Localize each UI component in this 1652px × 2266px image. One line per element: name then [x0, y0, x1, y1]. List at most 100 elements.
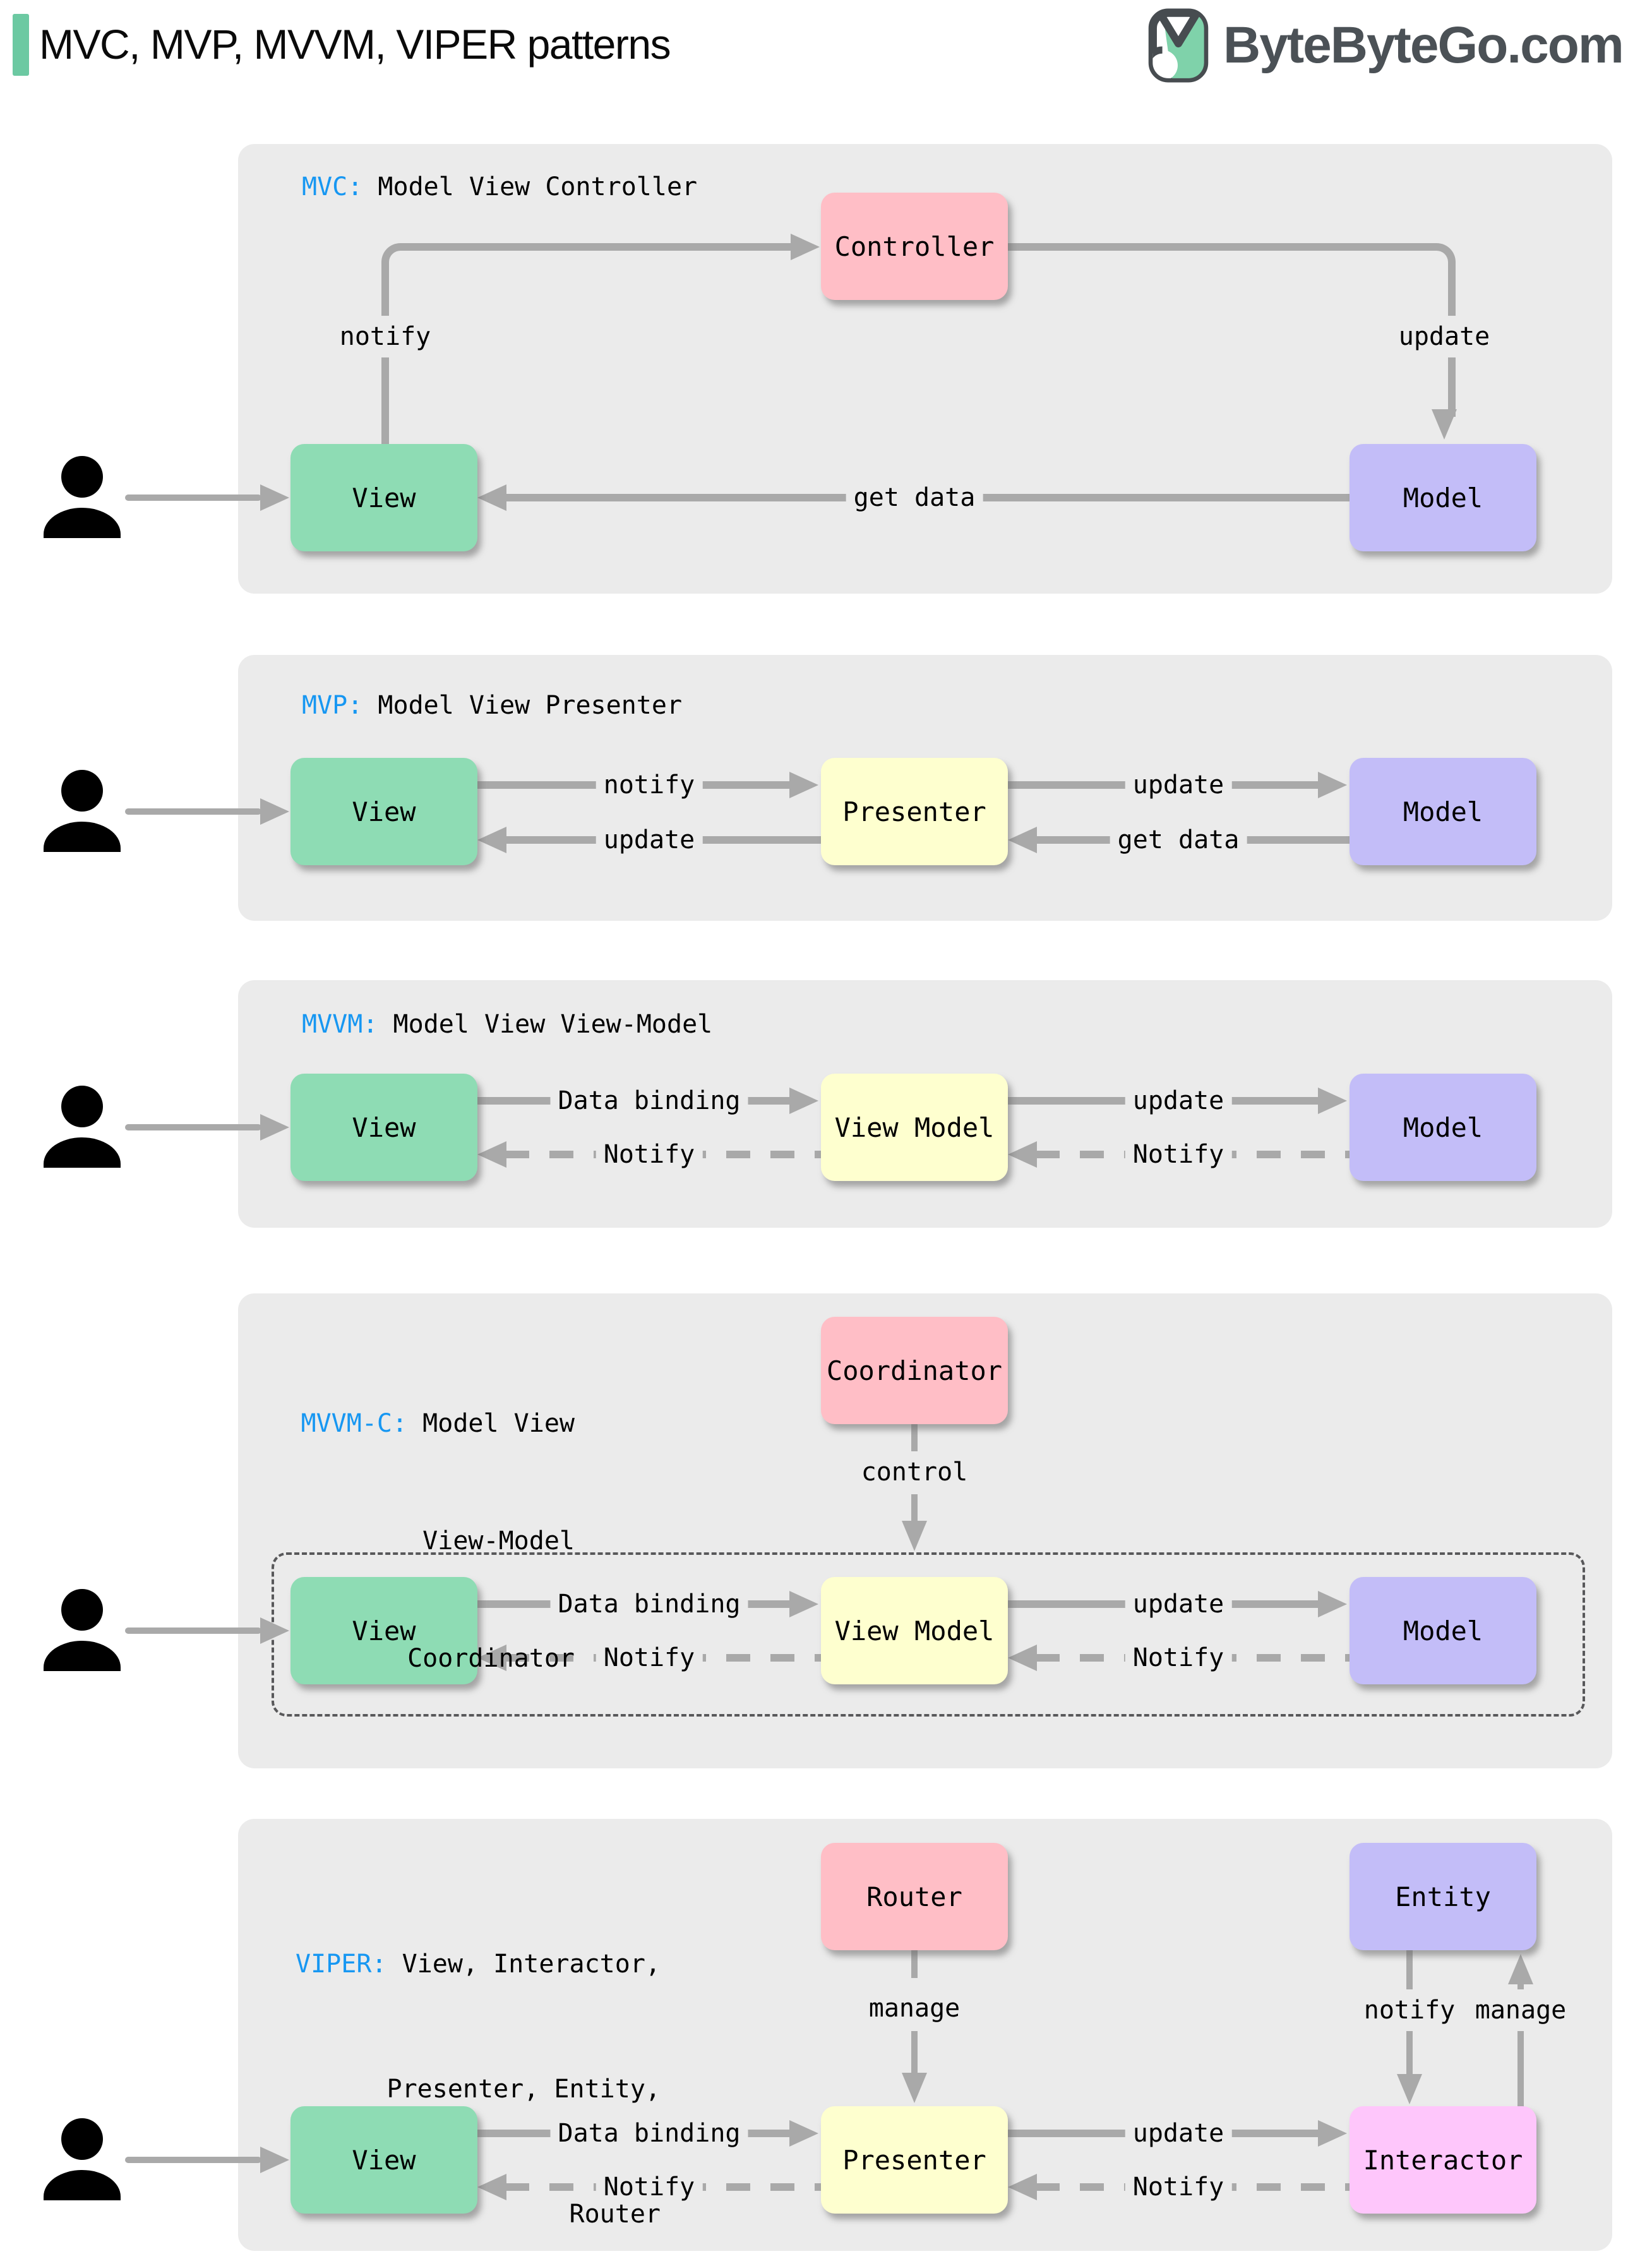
arrowhead-notify-into-interactor — [1397, 2074, 1422, 2104]
arrowhead-into-view-mvp — [477, 827, 506, 853]
user-icon-mvc — [44, 456, 121, 538]
edge-label-viper-notify-left: Notify — [596, 2171, 703, 2203]
arrow-user-to-view-viper — [125, 2157, 261, 2163]
edge-label-notify-entity: notify — [1355, 1989, 1464, 2031]
edge-label-notify: notify — [330, 316, 440, 357]
arrow-view-to-controller — [381, 243, 798, 452]
heading-mvp-abbr: MVP: — [302, 691, 363, 720]
box-interactor: Interactor — [1350, 2106, 1536, 2214]
box-model-mvp: Model — [1350, 758, 1536, 865]
box-model-mvc: Model — [1350, 444, 1536, 551]
arrowhead-notify-viewmodel-mvvm — [1008, 1141, 1037, 1168]
arrowhead-into-presenter — [789, 772, 818, 798]
user-icon-mvvm — [44, 1086, 121, 1168]
arrow-user-to-view-mvvm — [125, 1124, 261, 1130]
edge-label-c-databinding: Data binding — [550, 1588, 748, 1620]
arrowhead-into-model-mvvm — [1318, 1088, 1347, 1114]
heading-viper-abbr: VIPER: — [296, 1950, 387, 1979]
edge-label-control: control — [852, 1451, 977, 1493]
edge-label-manage-router: manage — [859, 1987, 969, 2029]
edge-label-viper-notify-right: Notify — [1125, 2171, 1232, 2203]
arrowhead-control — [902, 1521, 927, 1551]
heading-viper: VIPER: View, Interactor, Presenter, Enti… — [290, 1860, 661, 2266]
box-viewmodel-c: View Model — [821, 1577, 1008, 1684]
edge-label-get-data: get data — [846, 482, 983, 513]
edge-label-c-notify-left: Notify — [596, 1642, 703, 1674]
box-view-mvvm: View — [290, 1074, 477, 1181]
arrow-user-to-view-mvp — [125, 808, 261, 815]
edge-label-mvp-get-data: get data — [1110, 824, 1247, 856]
box-controller: Controller — [821, 193, 1008, 300]
arrow-coordinator-control-shaft — [911, 1494, 918, 1522]
arrowhead-into-controller — [791, 234, 820, 260]
edge-label-c-notify-right: Notify — [1125, 1642, 1232, 1674]
box-presenter-mvp: Presenter — [821, 758, 1008, 865]
box-view-mvp: View — [290, 758, 477, 865]
arrowhead-into-view — [477, 484, 506, 511]
edge-label-manage-entity: manage — [1466, 1989, 1576, 2031]
arrowhead-manage-into-entity — [1508, 1954, 1533, 1984]
heading-mvvm-c-line2: View-Model — [422, 1526, 575, 1556]
heading-viper-line1: VIPER: View, Interactor, — [290, 1943, 661, 1985]
box-model-mvvm: Model — [1350, 1074, 1536, 1181]
box-presenter-viper: Presenter — [821, 2106, 1008, 2214]
heading-mvvm: MVVM: Model View View-Model — [302, 1009, 712, 1040]
arrow-controller-to-model — [1008, 243, 1456, 417]
heading-viper-line2: Presenter, Entity, — [386, 2075, 661, 2104]
heading-mvp-rest: Model View Presenter — [362, 691, 683, 720]
arrowhead-into-viewmodel-c — [789, 1591, 818, 1617]
heading-mvvm-abbr: MVVM: — [302, 1010, 378, 1039]
user-icon-viper — [44, 2118, 121, 2200]
logo-text: ByteByteGo.com — [1223, 16, 1624, 74]
bytebytego-owl-icon — [1148, 8, 1209, 83]
heading-mvvm-c-rest: Model View — [407, 1409, 575, 1438]
edge-label-mvp-notify: notify — [596, 769, 703, 801]
edge-label-viper-update: update — [1125, 2118, 1232, 2149]
arrowhead-user-view-mvc — [260, 484, 289, 511]
arrow-user-to-view-mvc — [125, 495, 261, 501]
user-icon-mvp — [44, 770, 121, 852]
heading-mvvm-rest: Model View View-Model — [378, 1010, 713, 1039]
bytebytego-logo: ByteByteGo.com — [1146, 5, 1645, 86]
heading-mvvm-c-line3: Coordinator — [407, 1644, 575, 1673]
arrowhead-notify-view-viper — [477, 2174, 506, 2200]
box-view-viper: View — [290, 2106, 477, 2214]
edge-label-mvp-update-bottom: update — [596, 824, 703, 856]
heading-mvvm-c-abbr: MVVM-C: — [301, 1409, 408, 1438]
page-title: MVC, MVP, MVVM, VIPER patterns — [39, 21, 671, 68]
arrowhead-notify-presenter-viper — [1008, 2174, 1037, 2200]
edge-label-mvvm-notify-right: Notify — [1125, 1139, 1232, 1170]
box-model-c: Model — [1350, 1577, 1536, 1684]
edge-label-viper-databinding: Data binding — [550, 2118, 748, 2149]
heading-mvvm-c-line1: MVVM-C: Model View — [297, 1404, 575, 1443]
arrowhead-into-model — [1432, 409, 1457, 440]
box-entity: Entity — [1350, 1843, 1536, 1950]
arrowhead-into-model-mvp — [1318, 772, 1347, 798]
heading-viper-rest: View, Interactor, — [386, 1950, 661, 1979]
edge-label-update: update — [1389, 316, 1499, 357]
heading-mvvm-c: MVVM-C: Model View View-Model Coordinato… — [297, 1326, 575, 1756]
arrowhead-user-view-mvvm — [260, 1114, 289, 1141]
arrowhead-into-presenter-viper — [789, 2120, 818, 2147]
user-icon-mvvm-c — [44, 1589, 121, 1671]
heading-mvp: MVP: Model View Presenter — [302, 690, 682, 721]
arrow-user-to-view-mvvm-c — [125, 1628, 261, 1634]
heading-viper-line3: Router — [569, 2200, 661, 2229]
box-view-c: View — [290, 1577, 477, 1684]
arrow-coordinator-control-stub — [911, 1424, 918, 1453]
arrow-interactor-manage-line — [1517, 1983, 1524, 2107]
box-viewmodel-mvvm: View Model — [821, 1074, 1008, 1181]
arrowhead-notify-view-c — [477, 1645, 506, 1671]
arrowhead-user-view-mvp — [260, 798, 289, 825]
arrowhead-into-model-c — [1318, 1591, 1347, 1617]
arrowhead-notify-view-mvvm — [477, 1141, 506, 1168]
heading-mvc-rest: Model View Controller — [362, 172, 698, 201]
arrowhead-manage-into-presenter — [902, 2073, 927, 2103]
arrowhead-user-view-viper — [260, 2147, 289, 2173]
edge-label-mvvm-databinding: Data binding — [550, 1085, 748, 1117]
box-view-mvc: View — [290, 444, 477, 551]
arrowhead-into-interactor — [1318, 2120, 1347, 2147]
arrowhead-into-presenter-from-model — [1008, 827, 1037, 853]
arrowhead-user-view-mvvm-c — [260, 1617, 289, 1644]
